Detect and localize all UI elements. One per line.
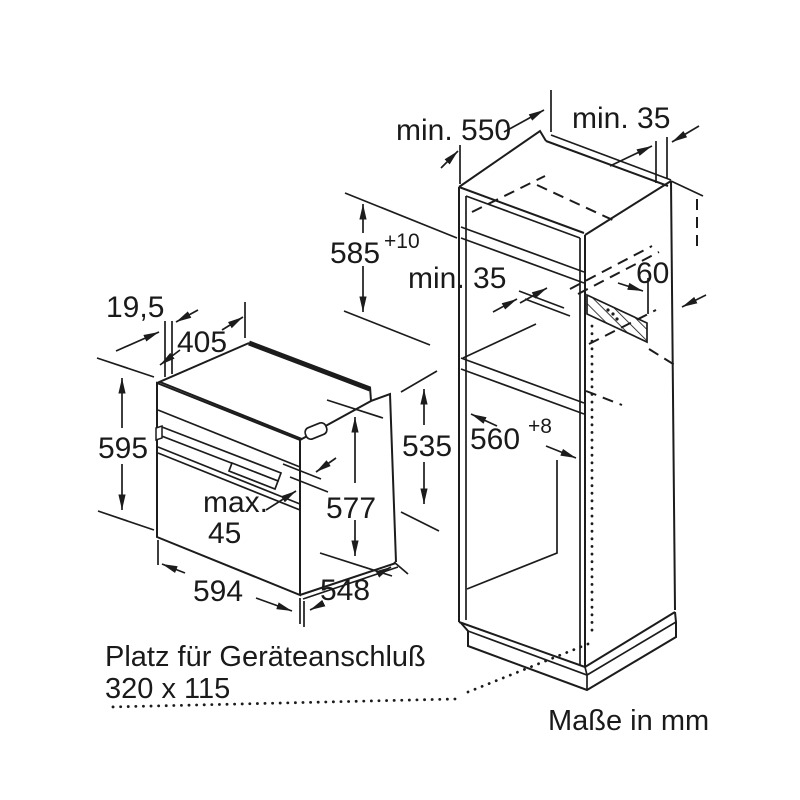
vent-cutout-hatch <box>586 293 648 344</box>
dim-vent-height-label: 60 <box>636 257 669 290</box>
connection-space-note-line1: Platz für Geräteanschluß <box>105 641 426 673</box>
cabinet-drawing <box>108 129 704 709</box>
oven-dimension-lines <box>96 302 440 627</box>
oven-drawing <box>155 340 399 600</box>
connection-space-leader <box>108 324 594 709</box>
dim-niche-height-tolerance: +10 <box>384 230 420 253</box>
dim-handle-max-value: 45 <box>208 517 241 550</box>
connection-space-note-line2: 320 x 115 <box>105 673 230 705</box>
side-grip-hole <box>304 421 328 441</box>
cabinet-plinth <box>460 611 677 692</box>
oven-door-handle <box>155 424 283 491</box>
dim-rear-wall-gap-label: min. 35 <box>572 102 670 135</box>
dim-shelf-rear-gap-label: min. 35 <box>408 262 506 295</box>
dim-front-height-label: 595 <box>98 432 148 465</box>
dim-niche-width-label: 560 <box>470 423 520 456</box>
dim-top-depth-label: 405 <box>177 326 227 359</box>
dim-handle-max-prefix: max. <box>203 486 268 519</box>
dim-niche-depth-label: min. 550 <box>396 114 511 147</box>
dim-niche-width-tolerance: +8 <box>528 415 552 438</box>
dim-front-width-label: 594 <box>193 575 243 608</box>
cabinet-dimension-lines <box>343 90 707 459</box>
units-note: Maße in mm <box>548 705 709 737</box>
dim-niche-height-label: 585 <box>330 237 380 270</box>
dim-body-height-label: 535 <box>402 430 452 463</box>
dim-rear-height-label: 577 <box>326 492 376 525</box>
dim-frame-overhang-label: 19,5 <box>106 291 164 324</box>
dim-body-depth-label: 548 <box>320 574 370 607</box>
